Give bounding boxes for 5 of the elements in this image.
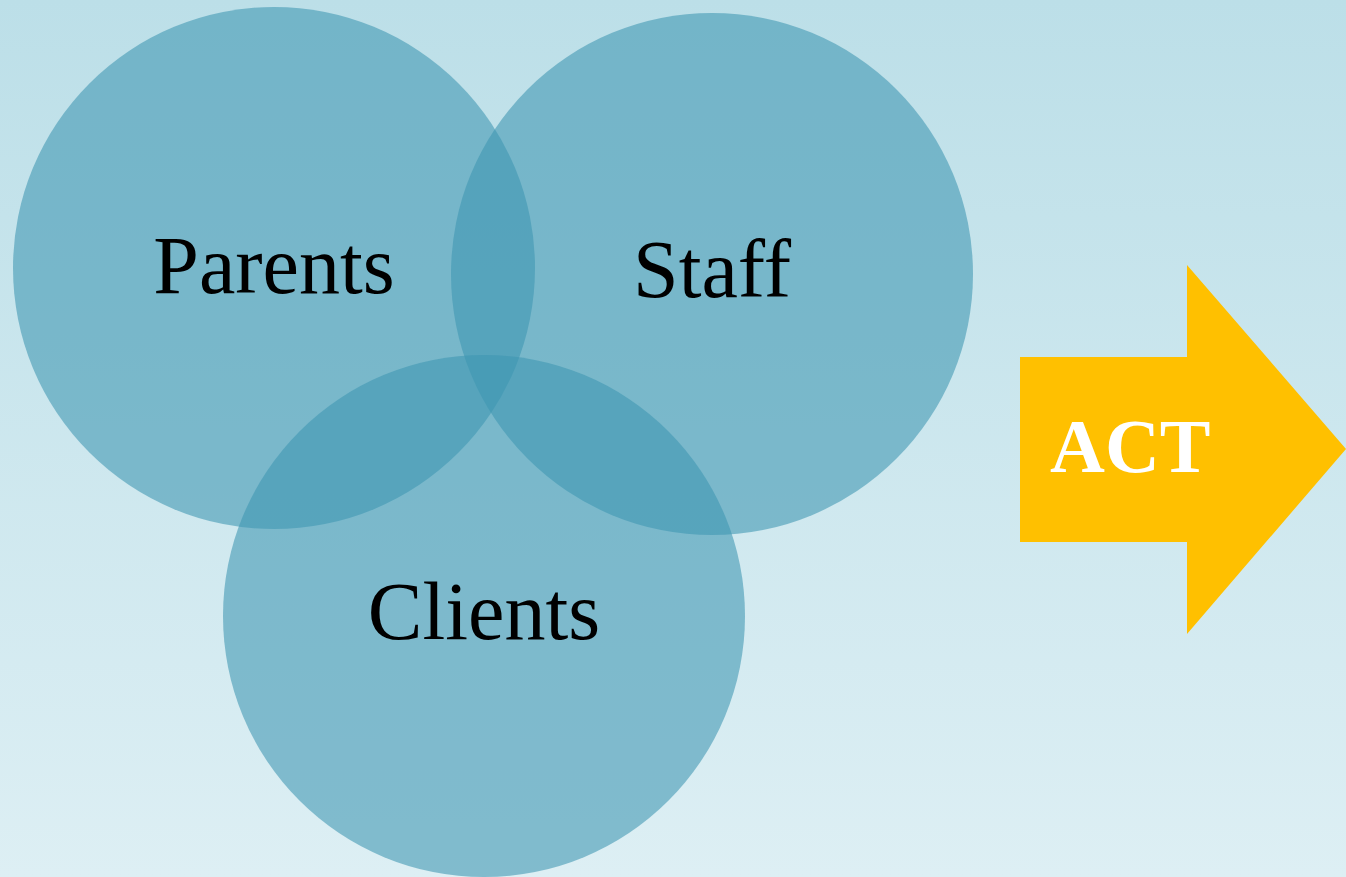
circle-label: Clients (367, 565, 601, 659)
block-arrow (1020, 265, 1346, 634)
circle-label: Parents (153, 219, 395, 313)
circle-label: Staff (633, 223, 791, 317)
arrow-label: ACT (1050, 403, 1211, 490)
